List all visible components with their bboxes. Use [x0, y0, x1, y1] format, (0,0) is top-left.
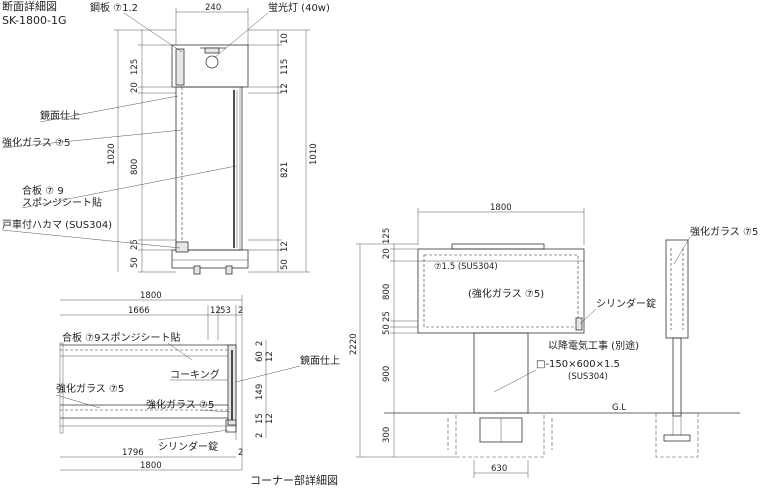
- label-corner-cylinder: シリンダー錠: [158, 440, 218, 453]
- dim-right-115: 115: [280, 59, 290, 75]
- dim-left-50: 50: [130, 257, 140, 268]
- label-corner-glass2: 強化ガラス ⑦5: [146, 398, 214, 411]
- dim-front-total: 2220: [349, 333, 359, 355]
- label-gl: G.L: [612, 403, 626, 413]
- dim-front-25: 25: [382, 311, 392, 322]
- fluorescent-tube: [205, 55, 219, 69]
- label-glass: 強化ガラス ⑦5: [2, 136, 70, 149]
- dim-front-base: 630: [491, 464, 507, 474]
- label-front-steel: ⑦1.5 (SUS304): [434, 262, 498, 272]
- dim-corner-bottom-a: 1796: [122, 448, 144, 458]
- label-corner-mirror: 鏡面仕上: [300, 354, 340, 367]
- label-side-glass: 強化ガラス ⑦5: [690, 225, 758, 238]
- dim-corner-r5: 12: [265, 413, 275, 424]
- dim-left-125: 125: [130, 59, 140, 75]
- dim-corner-r0: 2: [255, 341, 265, 346]
- dim-front-800: 800: [382, 284, 392, 300]
- dim-corner-top-b: 12: [210, 306, 221, 316]
- dim-right-12: 12: [280, 83, 290, 94]
- dim-top-width: 240: [205, 3, 221, 13]
- label-fluorescent: 蛍光灯 (40w): [268, 1, 330, 14]
- dim-corner-bottom-total: 1800: [140, 461, 162, 471]
- dim-corner-top-d: 2: [238, 306, 243, 316]
- dim-right-12b: 12: [280, 241, 290, 252]
- side-panel: [665, 239, 689, 339]
- side-post: [672, 337, 682, 417]
- label-mirror: 鏡面仕上: [40, 109, 80, 122]
- dim-front-300: 300: [382, 427, 392, 443]
- label-caulking: コーキング: [170, 368, 220, 381]
- label-front-post: □-150×600×1.5: [536, 359, 620, 370]
- dim-corner-r6: 2: [255, 433, 265, 438]
- side-view: 強化ガラス ⑦5: [655, 225, 758, 458]
- label-front-glass: (強化ガラス ⑦5): [468, 287, 544, 300]
- footing: [455, 412, 545, 458]
- dim-front-125: 125: [382, 228, 392, 244]
- label-door-frame: 戸車付ハカマ (SUS304): [2, 218, 112, 231]
- dim-left-20: 20: [130, 82, 140, 93]
- dim-front-20: 20: [382, 248, 392, 259]
- label-sponge: スポンジシート貼: [22, 196, 102, 209]
- dim-corner-top-a: 1666: [128, 306, 150, 316]
- dim-front-width: 1800: [490, 203, 512, 213]
- dim-left-25: 25: [130, 239, 140, 250]
- label-corner-glass1: 強化ガラス ⑦5: [56, 382, 124, 395]
- dim-right-1010: 1010: [309, 143, 319, 165]
- base-frame: [171, 249, 249, 269]
- dim-left-1020: 1020: [107, 143, 117, 165]
- label-front-electrical: 以降電気工事 (別途): [548, 339, 639, 352]
- section-detail: 240 125 20 1020 800 25 50: [1, 1, 330, 275]
- dim-corner-r2: 12: [265, 351, 275, 362]
- section-model: SK-1800-1G: [2, 14, 67, 27]
- label-steel-plate: 鋼板 ⑦1.2: [90, 1, 138, 14]
- dim-corner-bottom-b: 2: [238, 448, 243, 458]
- dim-front-50: 50: [382, 324, 392, 335]
- corner-title: コーナー部詳細図: [250, 473, 338, 487]
- label-plywood: 合板 ⑦ 9: [22, 184, 64, 197]
- panel-body: [175, 86, 243, 251]
- sign-glass: [423, 254, 579, 328]
- dim-corner-r1: 60: [255, 351, 265, 362]
- post: [473, 332, 529, 414]
- corner-detail: 1800 1666 12 53 2 1796 2 1800 2 60 12: [55, 291, 340, 487]
- front-elevation: 1800 ⑦1.5 (SUS304) (強化ガラス ⑦5) 630: [349, 203, 740, 478]
- dim-corner-r4: 15: [255, 413, 265, 424]
- dim-corner-r3: 149: [255, 384, 265, 400]
- dim-right-821: 821: [280, 162, 290, 178]
- label-front-post-mat: (SUS304): [568, 372, 608, 382]
- dim-right-10: 10: [280, 33, 290, 44]
- dim-right-50: 50: [280, 259, 290, 270]
- section-title: 断面詳細図: [2, 0, 57, 13]
- dim-corner-top-total: 1800: [140, 291, 162, 301]
- dim-front-900: 900: [382, 366, 392, 382]
- dim-left-800: 800: [130, 159, 140, 175]
- dim-corner-top-c: 53: [220, 306, 231, 316]
- label-corner-plywood: 合板 ⑦9スポンジシート貼: [62, 331, 181, 344]
- label-front-cylinder: シリンダー錠: [596, 297, 656, 310]
